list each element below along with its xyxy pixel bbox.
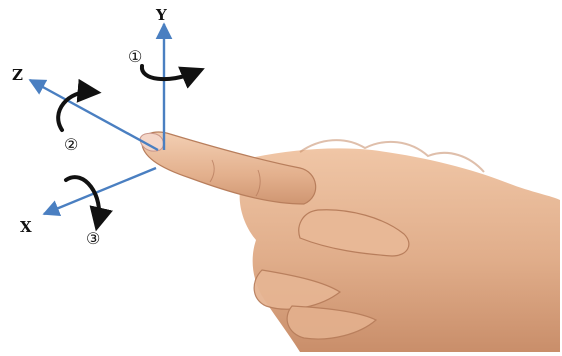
axes-group: Y Z X: [12, 6, 173, 236]
rotations-group: ① ② ③: [56, 47, 205, 248]
curled-finger-2: [286, 305, 378, 340]
finger-crease-1: [209, 159, 215, 183]
finger-crease-2: [255, 169, 261, 197]
z-axis: [28, 78, 159, 152]
hand-knuckles: [299, 139, 485, 173]
rotation-arrow-3: [64, 175, 113, 232]
hand: [139, 131, 560, 352]
index-finger: [141, 131, 317, 205]
curled-finger-1: [253, 269, 342, 310]
x-axis: [42, 166, 157, 217]
thumb: [298, 209, 410, 257]
z-axis-label: Z: [12, 66, 23, 84]
rotation-label-3: ③: [86, 229, 100, 248]
rotation-arrow-1: [140, 64, 205, 89]
rotation-arrow-2: [56, 78, 102, 132]
y-axis-label: Y: [155, 6, 167, 24]
x-axis-label: X: [20, 218, 32, 236]
rotation-label-1: ①: [128, 47, 142, 66]
rotation-label-2: ②: [64, 135, 78, 154]
